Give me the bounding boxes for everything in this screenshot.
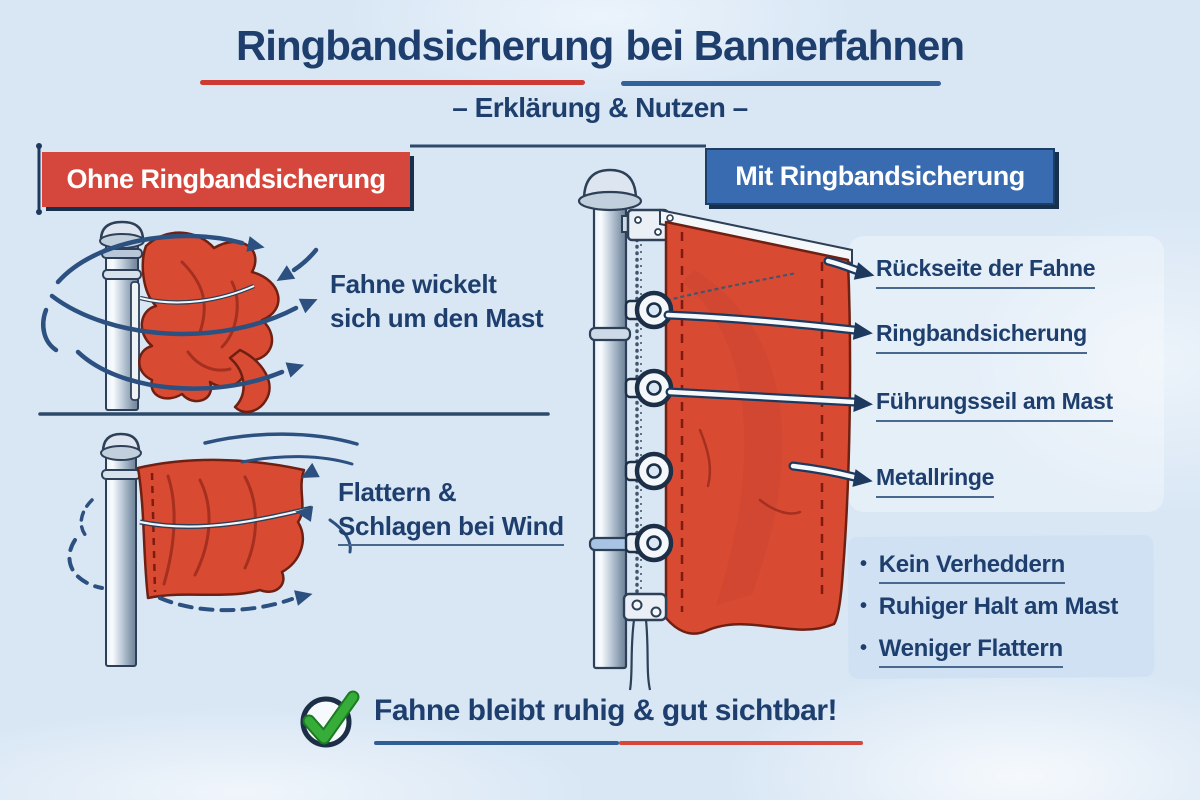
title-part-bei-bannerfahnen: bei Bannerfahnen <box>625 22 965 69</box>
wind-lines <box>67 432 359 613</box>
mast-collar <box>588 536 632 552</box>
mast <box>100 432 142 667</box>
metal-rings <box>624 290 674 563</box>
caption-line: sich um den Mast <box>330 302 544 333</box>
wind-arrowheads <box>294 462 320 606</box>
caption-line: Fahne wickelt <box>330 269 497 299</box>
footer-underline-red <box>619 741 863 745</box>
flapping-flag <box>136 458 306 600</box>
hoist-stitch-line <box>150 472 157 593</box>
mast <box>577 168 643 670</box>
rope <box>139 505 313 530</box>
label-metal-rings: Metallringe <box>876 464 994 498</box>
ring-chain <box>659 271 798 304</box>
title-part-ringbandsicherung: Ringbandsicherung <box>235 22 614 69</box>
tangled-flag <box>138 231 280 414</box>
wind-swirl-arrows <box>41 233 319 391</box>
caption-flutter-in-wind: Flattern & Schlagen bei Wind <box>338 476 564 546</box>
label-arrows <box>663 256 875 487</box>
footer-underline-blue <box>374 741 619 745</box>
page-subtitle: – Erklärung & Nutzen – <box>452 92 748 123</box>
label-flag-backside: Rückseite der Fahne <box>876 255 1096 289</box>
mast <box>99 220 145 411</box>
bottom-cleat <box>622 592 668 691</box>
bullet-icon: • <box>860 637 867 659</box>
caption-line: Schlagen bei Wind <box>338 510 564 546</box>
flag-header-tape <box>659 208 853 265</box>
tangled-flag-illustration <box>41 220 319 414</box>
benefit-less-flutter: •Weniger Flattern <box>860 635 1063 668</box>
guide-rope <box>635 238 642 602</box>
title-underline-red <box>200 80 585 85</box>
top-bracket <box>621 208 670 242</box>
caption-wraps-around-mast: Fahne wickelt sich um den Mast <box>330 268 544 336</box>
banner-flag <box>664 220 852 635</box>
check-icon <box>300 690 360 748</box>
rope <box>139 283 255 305</box>
swirl-arrowheads <box>246 236 318 378</box>
label-guide-rope: Führungsseil am Mast <box>876 388 1113 422</box>
benefit-no-tangling: •Kein Verheddern <box>860 551 1065 584</box>
mast-collar <box>588 326 632 342</box>
right-section-header: Mit Ringbandsicherung <box>705 148 1055 205</box>
ringband-illustration <box>577 168 875 691</box>
flapping-flag-illustration <box>67 432 359 667</box>
bullet-icon: • <box>860 553 867 575</box>
title-underline-blue <box>621 81 941 86</box>
bullet-icon: • <box>860 595 867 617</box>
label-ringband: Ringbandsicherung <box>876 320 1087 354</box>
caption-line: Flattern & <box>338 477 457 507</box>
footer-message: Fahne bleibt ruhig & gut sichtbar! <box>374 694 838 727</box>
benefit-steady-hold: •Ruhiger Halt am Mast <box>860 593 1119 620</box>
left-section-header: Ohne Ringbandsicherung <box>42 152 410 207</box>
